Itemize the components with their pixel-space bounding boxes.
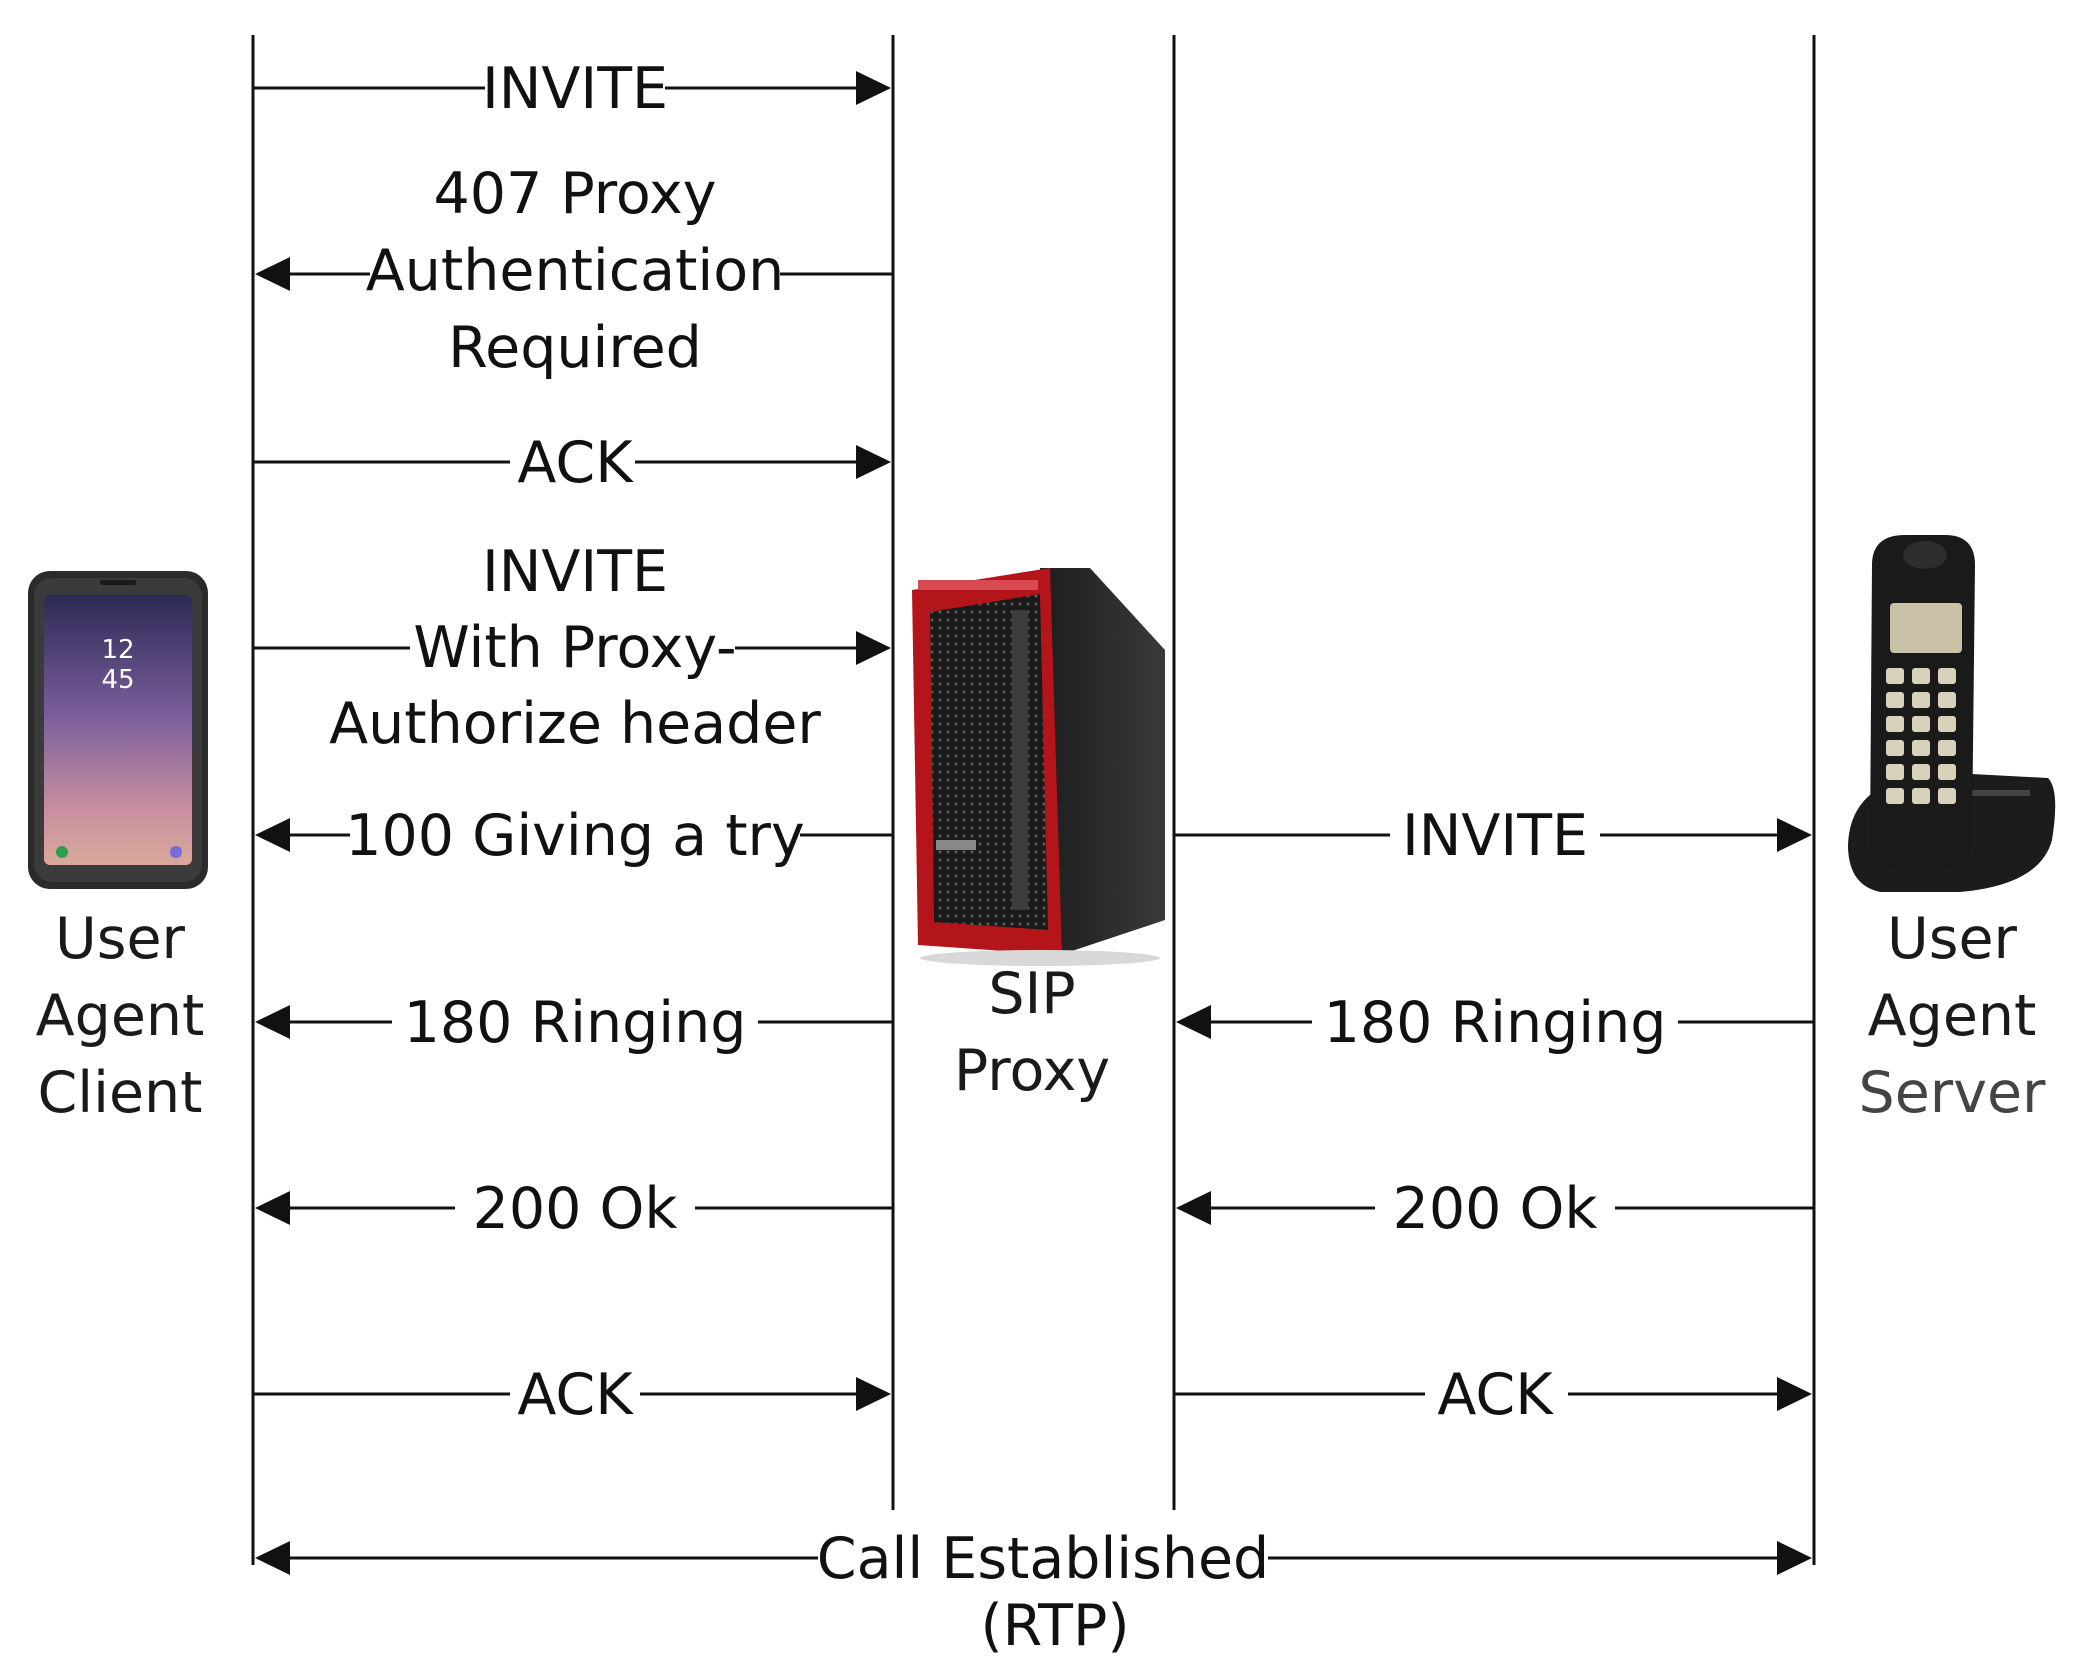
- message-180-ringing-2: 180 Ringing: [1176, 990, 1814, 1056]
- arrowhead-right: [1777, 1541, 1812, 1575]
- call-label-line-1: Call Established: [817, 1526, 1269, 1592]
- call-label-line-2: (RTP): [980, 1593, 1129, 1659]
- msg-label: 200 Ok: [1393, 1176, 1598, 1242]
- msg-label: ACK: [517, 430, 634, 496]
- msg-label-line-2: With Proxy-: [413, 615, 736, 681]
- message-invite-authorized: INVITE With Proxy- Authorize header: [253, 539, 891, 757]
- client-label-line-1: User: [55, 906, 185, 972]
- server-label-line-2: Agent: [1868, 983, 2037, 1049]
- arrowhead-left: [255, 818, 290, 852]
- participant-proxy: SIP Proxy: [912, 568, 1165, 1104]
- server-tower-icon: [912, 568, 1165, 966]
- participant-client: 12 45 User Agent Client: [28, 571, 208, 1126]
- arrowhead-left: [255, 257, 290, 291]
- message-180-ringing-1: 180 Ringing: [255, 990, 893, 1056]
- message-200-ok-2: 200 Ok: [1176, 1176, 1814, 1242]
- arrowhead-right: [856, 71, 891, 105]
- participant-server: User Agent Server: [1848, 535, 2056, 1126]
- client-label-line-2: Agent: [36, 983, 205, 1049]
- msg-label-line-2: Authentication: [366, 238, 784, 304]
- msg-label: ACK: [1437, 1362, 1554, 1428]
- msg-label: INVITE: [482, 56, 668, 122]
- msg-label-line-3: Required: [448, 315, 702, 381]
- message-ack-1: ACK: [253, 430, 891, 496]
- msg-label: 200 Ok: [473, 1176, 678, 1242]
- server-label-line-3: Server: [1859, 1060, 2046, 1126]
- arrowhead-right: [1777, 818, 1812, 852]
- msg-label-line-3: Authorize header: [329, 691, 821, 757]
- msg-label-line-1: INVITE: [482, 539, 668, 605]
- arrowhead-right: [856, 1377, 891, 1411]
- msg-label: INVITE: [1402, 803, 1588, 869]
- arrowhead-left: [1176, 1005, 1211, 1039]
- server-label-line-1: User: [1887, 906, 2017, 972]
- phone-clock-minute: 45: [101, 665, 134, 695]
- msg-label: 100 Giving a try: [345, 803, 804, 869]
- arrowhead-left: [255, 1005, 290, 1039]
- messages: INVITE 407 Proxy Authentication Required…: [253, 56, 1814, 1659]
- msg-label: 180 Ringing: [1324, 990, 1667, 1056]
- msg-label: 180 Ringing: [404, 990, 747, 1056]
- message-invite-1: INVITE: [253, 56, 891, 122]
- arrowhead-right: [856, 445, 891, 479]
- proxy-label-line-2: Proxy: [954, 1038, 1110, 1104]
- arrowhead-left: [255, 1541, 290, 1575]
- message-200-ok-1: 200 Ok: [255, 1176, 893, 1242]
- arrowhead-right: [1777, 1377, 1812, 1411]
- arrowhead-right: [856, 631, 891, 665]
- message-invite-2: INVITE: [1174, 803, 1812, 869]
- message-100-trying: 100 Giving a try: [255, 803, 893, 869]
- message-call-established: Call Established (RTP): [255, 1526, 1812, 1659]
- message-ack-3: ACK: [1174, 1362, 1812, 1428]
- msg-label: ACK: [517, 1362, 634, 1428]
- message-ack-2: ACK: [253, 1362, 891, 1428]
- arrowhead-left: [1176, 1191, 1211, 1225]
- msg-label-line-1: 407 Proxy: [433, 161, 716, 227]
- phone-clock-hour: 12: [101, 635, 134, 665]
- arrowhead-left: [255, 1191, 290, 1225]
- cordless-phone-icon: [1848, 535, 2056, 892]
- lifelines: [251, 35, 1816, 1565]
- message-407-proxy-auth: 407 Proxy Authentication Required: [255, 161, 893, 381]
- proxy-label-line-1: SIP: [988, 961, 1075, 1027]
- client-label-line-3: Client: [37, 1060, 202, 1126]
- smartphone-icon: 12 45: [28, 571, 208, 889]
